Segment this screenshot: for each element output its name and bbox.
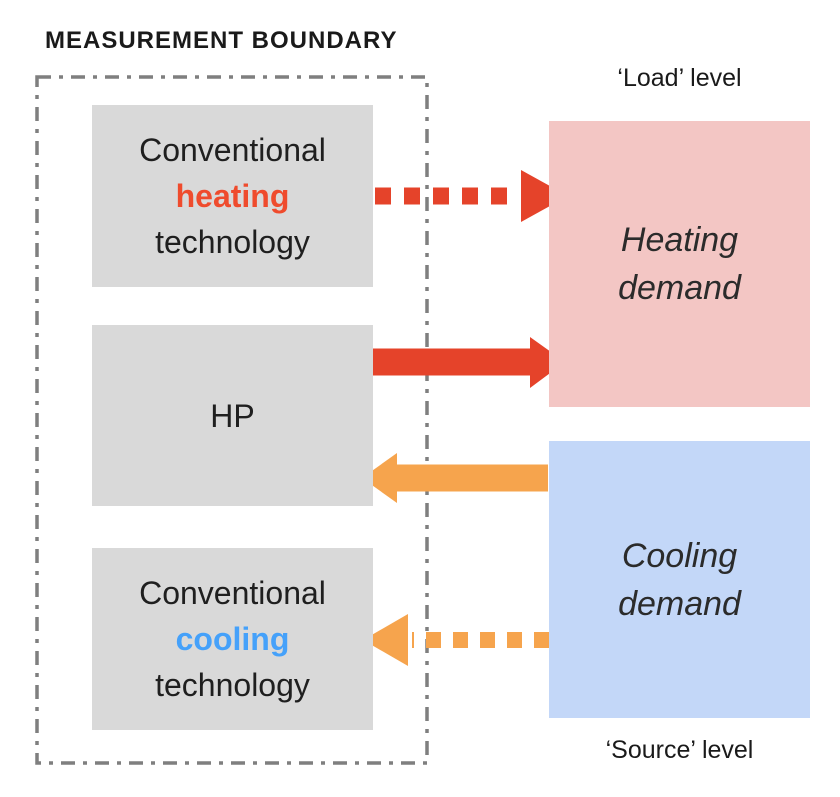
cooling-tech-line-3: technology	[155, 667, 310, 703]
heating-word: heating	[175, 178, 290, 214]
heating-demand-line-2: demand	[618, 269, 741, 307]
hp-label: HP	[210, 397, 255, 434]
heating-demand-line-1: Heating	[620, 221, 739, 259]
conventional-heating-technology-box: Conventional heating technology	[92, 105, 373, 287]
hp-box: HP	[92, 325, 373, 506]
cooling-demand-to-hp-arrow	[362, 453, 548, 503]
heating-tech-line-1: Conventional	[139, 132, 326, 168]
source-level-label: ‘Source’ level	[605, 736, 754, 764]
cooling-demand-to-conventional-cooling-arrow	[363, 614, 549, 666]
heating-demand-box: Heating demand	[549, 121, 810, 407]
conventional-cooling-technology-box: Conventional cooling technology	[92, 548, 373, 730]
hp-to-heating-demand-arrow	[373, 337, 565, 388]
cooling-demand-box: Cooling demand	[549, 441, 810, 718]
cooling-word: cooling	[175, 621, 290, 657]
cooling-demand-line-1: Cooling	[621, 536, 738, 575]
conventional-heating-to-heating-demand-arrow	[375, 170, 568, 222]
cooling-tech-line-1: Conventional	[139, 575, 326, 611]
heating-tech-line-3: technology	[155, 224, 310, 260]
load-level-label: ‘Load’ level	[617, 64, 742, 92]
cooling-demand-line-2: demand	[618, 584, 741, 623]
measurement-boundary-title: MEASUREMENT BOUNDARY	[45, 27, 398, 54]
